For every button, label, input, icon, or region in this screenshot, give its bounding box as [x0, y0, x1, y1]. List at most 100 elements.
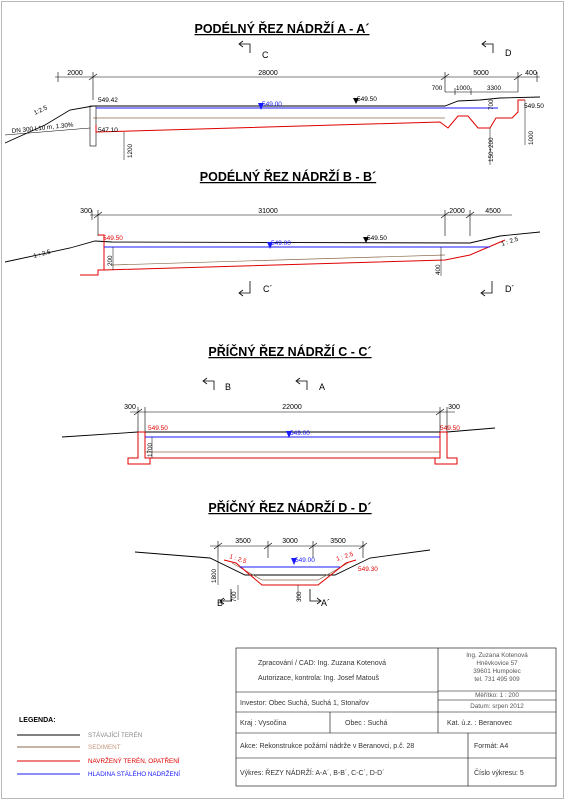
- tb-obec: Obec : Suchá: [345, 720, 388, 727]
- title-block: [235, 647, 557, 787]
- dim-aa-sub-2: 1000: [456, 85, 471, 92]
- vdim-aa-2: 700: [488, 99, 495, 110]
- dim-aa-4: 400: [525, 70, 537, 77]
- marker-a-prime: A´: [309, 589, 330, 608]
- marker-b: B: [202, 377, 231, 392]
- tb-akce: Akce: Rekonstrukce požární nádrže v Bera…: [240, 743, 414, 750]
- section-aa: PODÉLNÝ ŘEZ NÁDRŽÍ A - A´ C D 2000 28000…: [4, 21, 544, 165]
- terrain-cc: [61, 427, 496, 438]
- marker-d-prime: D´: [480, 281, 515, 297]
- dim-aa-2: 28000: [258, 70, 278, 77]
- marker-a: A: [295, 377, 325, 392]
- tb-kraj: Kraj : Vysočina: [240, 720, 287, 727]
- dim-cc-2: 22000: [282, 404, 302, 411]
- tb-zpracovani: Zpracování / CAD: Ing. Zuzana Kotenová: [258, 660, 386, 667]
- level-dd-2: 549.30: [358, 566, 378, 573]
- title-aa: PODÉLNÝ ŘEZ NÁDRŽÍ A - A´: [195, 21, 370, 36]
- marker-b-prime-label: B´: [217, 598, 226, 608]
- proposed-dd: [223, 559, 357, 586]
- marker-c: C: [238, 40, 269, 60]
- vdim-aa-3: 150÷200: [488, 137, 495, 162]
- pipe-aa: [4, 127, 91, 136]
- tb-company-2: Hněvkovice 57: [476, 660, 518, 667]
- marker-a-prime-label: A´: [321, 598, 330, 608]
- dim-aa-sub-3: 3300: [487, 85, 502, 92]
- vdim-bb-1: 200: [107, 255, 114, 266]
- legend-label-sediment: SEDIMENT: [88, 744, 121, 751]
- level-bb-2: 549.00: [271, 240, 291, 247]
- section-dd: PŘÍČNÝ ŘEZ NÁDRŽÍ D - D´ 3500 3000 3500 …: [134, 500, 431, 608]
- tb-investor: Investor: Obec Suchá, Suchá 1, Stonařov: [240, 700, 369, 707]
- marker-d: D: [481, 40, 512, 58]
- vdim-bb-2: 400: [435, 264, 442, 275]
- dim-cc-1: 300: [124, 404, 136, 411]
- marker-c-prime: C´: [238, 281, 273, 297]
- title-dd: PŘÍČNÝ ŘEZ NÁDRŽÍ D - D´: [208, 500, 371, 515]
- dim-cc-3: 300: [448, 404, 460, 411]
- wall-aa: [89, 105, 97, 147]
- title-bb: PODÉLNÝ ŘEZ NÁDRŽÍ B - B´: [200, 169, 376, 184]
- level-cc-3: 549.50: [440, 425, 460, 432]
- tb-datum: Datum: srpen 2012: [470, 703, 524, 710]
- tb-vykres: Výkres: ŘEZY NÁDRŽÍ: A-A´, B-B´, C-C´, D…: [240, 768, 385, 777]
- marker-c-prime-label: C´: [263, 284, 273, 294]
- dim-dd-3: 3500: [330, 538, 346, 545]
- title-cc: PŘÍČNÝ ŘEZ NÁDRŽÍ C - C´: [208, 344, 371, 359]
- slope-aa: 1:2.5: [33, 104, 49, 116]
- legend-label-terrain: STÁVAJÍCÍ TERÉN: [88, 730, 143, 739]
- dim-dd-1: 3500: [235, 538, 251, 545]
- level-aa-5: 549.50: [524, 103, 544, 110]
- sediment-bb: [111, 254, 446, 266]
- pipe-label-aa: DN 300 L10 m, 1.30%: [11, 122, 74, 135]
- section-bb: PODÉLNÝ ŘEZ NÁDRŽÍ B - B´ 300 31000 2000…: [4, 169, 541, 297]
- slope-bb-right: 1 : 2.5: [500, 236, 519, 248]
- marker-d-prime-label: D´: [505, 284, 515, 294]
- level-bb-1: 549.50: [103, 235, 123, 242]
- dim-bb-1: 300: [80, 208, 92, 215]
- level-cc-2: 549.00: [290, 430, 310, 437]
- dim-bb-4: 4500: [485, 208, 501, 215]
- marker-b-label: B: [225, 382, 231, 392]
- marker-a-label: A: [319, 382, 325, 392]
- dim-aa-1: 2000: [67, 70, 83, 77]
- tb-company-4: tel. 731 495 909: [474, 676, 520, 683]
- terrain-aa: [4, 96, 541, 144]
- terrain-dd: [134, 549, 431, 576]
- vdim-aa-4: 1000: [528, 130, 535, 145]
- tb-autorizace: Autorizace, kontrola: Ing. Josef Matouš: [258, 675, 380, 682]
- tb-company-3: 39601 Humpolec: [473, 668, 521, 675]
- level-aa-2: 549.00: [262, 101, 282, 108]
- vdim-dd-3: 300: [296, 591, 303, 602]
- wall-bb: [80, 234, 105, 276]
- legend-label-proposed: NAVRŽENÝ TERÉN, OPATŘENÍ: [88, 756, 180, 765]
- tb-company-1: Ing. Zuzana Kotenová: [466, 652, 528, 659]
- dim-aa-3: 5000: [473, 70, 489, 77]
- tb-meritko: Měřítko: 1 : 200: [475, 692, 519, 699]
- vdim-dd-2: 700: [231, 591, 238, 602]
- marker-d-label: D: [505, 48, 512, 58]
- tb-format: Formát: A4: [474, 743, 508, 750]
- dim-bb-3: 2000: [449, 208, 465, 215]
- terrain-bb: [4, 231, 541, 263]
- sediment-dd: [231, 562, 349, 581]
- vdim-cc-1: 1700: [147, 442, 154, 457]
- level-aa-1: 549.42: [98, 97, 118, 104]
- marker-c-label: C: [262, 50, 269, 60]
- level-bb-3: 549.50: [367, 235, 387, 242]
- legend-label-water: HLADINA STÁLÉHO NADRŽENÍ: [88, 769, 180, 778]
- legend-title: LEGENDA:: [19, 717, 56, 724]
- vdim-aa-1: 1200: [127, 143, 134, 158]
- level-aa-4: 547.10: [98, 127, 118, 134]
- level-dd-1: 549.00: [295, 557, 315, 564]
- dim-aa-sub-1: 700: [432, 85, 443, 92]
- legend: LEGENDA: STÁVAJÍCÍ TERÉN SEDIMENT NAVRŽE…: [17, 717, 180, 778]
- dim-bb-2: 31000: [258, 208, 278, 215]
- dim-dd-2: 3000: [282, 538, 298, 545]
- tb-cislo: Číslo výkresu: 5: [474, 768, 524, 777]
- level-cc-1: 549.50: [148, 425, 168, 432]
- level-aa-3: 549.50: [357, 96, 377, 103]
- tb-katuz: Kat. ú.z. : Beranovec: [447, 720, 512, 727]
- marker-b-prime: B´: [217, 589, 232, 608]
- section-cc: PŘÍČNÝ ŘEZ NÁDRŽÍ C - C´ B A 300 22000 3…: [61, 344, 496, 465]
